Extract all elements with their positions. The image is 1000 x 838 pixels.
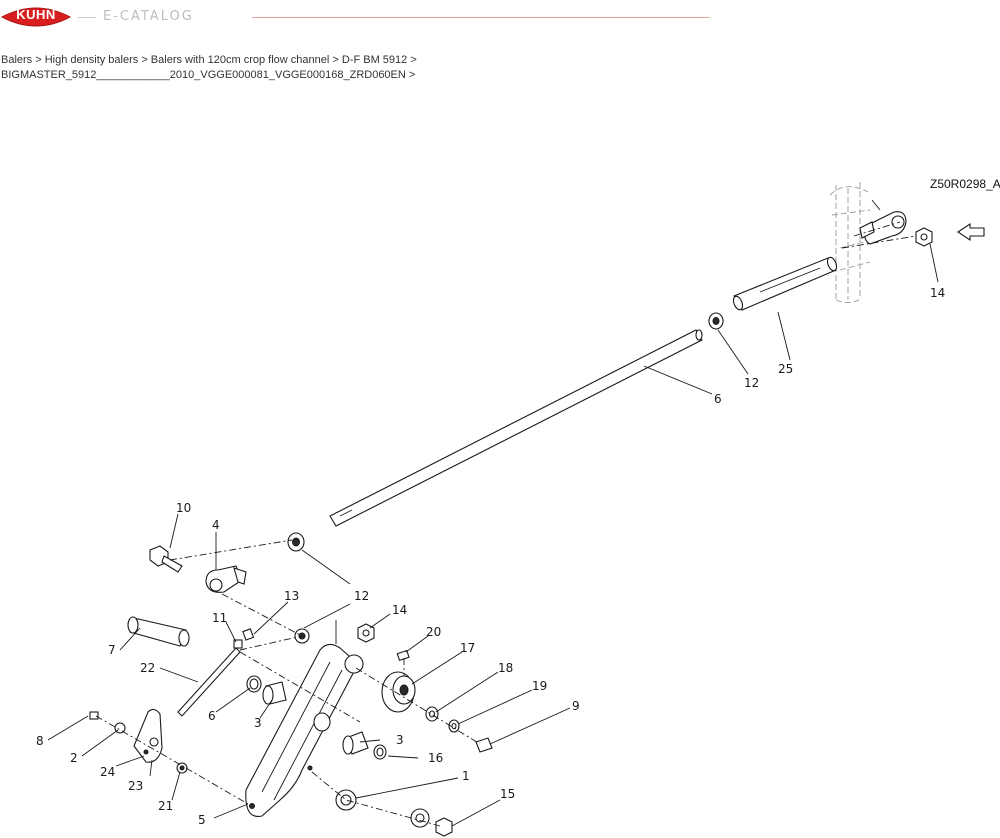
label-3-left[interactable]: 3 (254, 716, 262, 730)
assembly-axis-lines (95, 221, 917, 827)
label-6-rod[interactable]: 6 (714, 392, 722, 406)
ring-16-right[interactable] (373, 744, 387, 760)
main-lever[interactable] (245, 643, 364, 818)
label-18[interactable]: 18 (498, 661, 513, 675)
upper-bushing[interactable] (708, 312, 724, 330)
header-divider-right (252, 17, 710, 18)
bearing[interactable] (335, 789, 357, 811)
label-12-top[interactable]: 12 (744, 376, 759, 390)
breadcrumb-line-1[interactable]: Balers > High density balers > Balers wi… (1, 54, 417, 66)
header-divider-left (78, 17, 96, 18)
label-20[interactable]: 20 (426, 625, 441, 639)
upper-clevis[interactable] (859, 211, 907, 245)
leader-lines (47, 199, 939, 827)
direction-arrow-icon (957, 222, 985, 242)
label-23[interactable]: 23 (128, 779, 143, 793)
label-11[interactable]: 11 (212, 611, 227, 625)
label-3-right[interactable]: 3 (396, 733, 404, 747)
lower-clevis[interactable] (205, 565, 247, 593)
washer-6[interactable] (246, 675, 262, 693)
nut-21[interactable] (176, 762, 188, 774)
label-24[interactable]: 24 (100, 765, 115, 779)
breadcrumb: Balers > High density balers > Balers wi… (1, 53, 417, 83)
label-22[interactable]: 22 (140, 661, 155, 675)
bolt[interactable] (149, 545, 183, 573)
label-5[interactable]: 5 (198, 813, 206, 827)
bolt-9[interactable] (475, 737, 493, 753)
small-rod[interactable] (177, 647, 241, 717)
label-6-washer[interactable]: 6 (208, 709, 216, 723)
grease-fitting-13[interactable] (242, 628, 255, 641)
label-16[interactable]: 16 (428, 751, 443, 765)
upper-nut[interactable] (915, 227, 933, 247)
breadcrumb-line-2[interactable]: BIGMASTER_5912____________2010_VGGE00008… (1, 69, 416, 81)
label-12-mid[interactable]: 12 (354, 589, 369, 603)
lower-bushing[interactable] (287, 532, 305, 552)
connecting-rod[interactable] (329, 329, 703, 527)
label-10[interactable]: 10 (176, 501, 191, 515)
label-7[interactable]: 7 (108, 643, 116, 657)
washer-19[interactable] (448, 719, 460, 733)
grease-fitting-11[interactable] (233, 639, 243, 649)
roller[interactable] (381, 671, 416, 713)
label-21[interactable]: 21 (158, 799, 173, 813)
bushing-3-left[interactable] (262, 681, 287, 705)
label-9[interactable]: 9 (572, 699, 580, 713)
bushing-3-right[interactable] (342, 731, 369, 755)
item-labels: 14 25 12 6 10 4 12 13 14 11 20 7 17 22 1… (36, 286, 945, 827)
label-19[interactable]: 19 (532, 679, 547, 693)
pin-20[interactable] (396, 649, 410, 662)
screw-8[interactable] (89, 711, 99, 720)
label-15[interactable]: 15 (500, 787, 515, 801)
label-25[interactable]: 25 (778, 362, 793, 376)
sleeve[interactable] (127, 616, 190, 647)
catalog-title: E-CATALOG (103, 9, 194, 24)
drawing-reference: Z50R0298_A (930, 177, 1000, 191)
label-2[interactable]: 2 (70, 751, 78, 765)
label-1[interactable]: 1 (462, 769, 470, 783)
label-14-top[interactable]: 14 (930, 286, 945, 300)
nut-15[interactable] (410, 808, 453, 837)
kuhn-logo[interactable] (0, 2, 72, 32)
frame-ghost-outline (829, 182, 873, 303)
logo-text: KUHN (16, 7, 56, 22)
label-8[interactable]: 8 (36, 734, 44, 748)
label-14-mid[interactable]: 14 (392, 603, 407, 617)
catalog-header: KUHN E-CATALOG (0, 0, 1000, 40)
tube[interactable] (732, 256, 839, 311)
washer-18[interactable] (425, 706, 439, 722)
label-4[interactable]: 4 (212, 518, 220, 532)
mid-nut[interactable] (357, 623, 375, 643)
bracket[interactable] (133, 708, 163, 763)
label-13[interactable]: 13 (284, 589, 299, 603)
label-17[interactable]: 17 (460, 641, 475, 655)
